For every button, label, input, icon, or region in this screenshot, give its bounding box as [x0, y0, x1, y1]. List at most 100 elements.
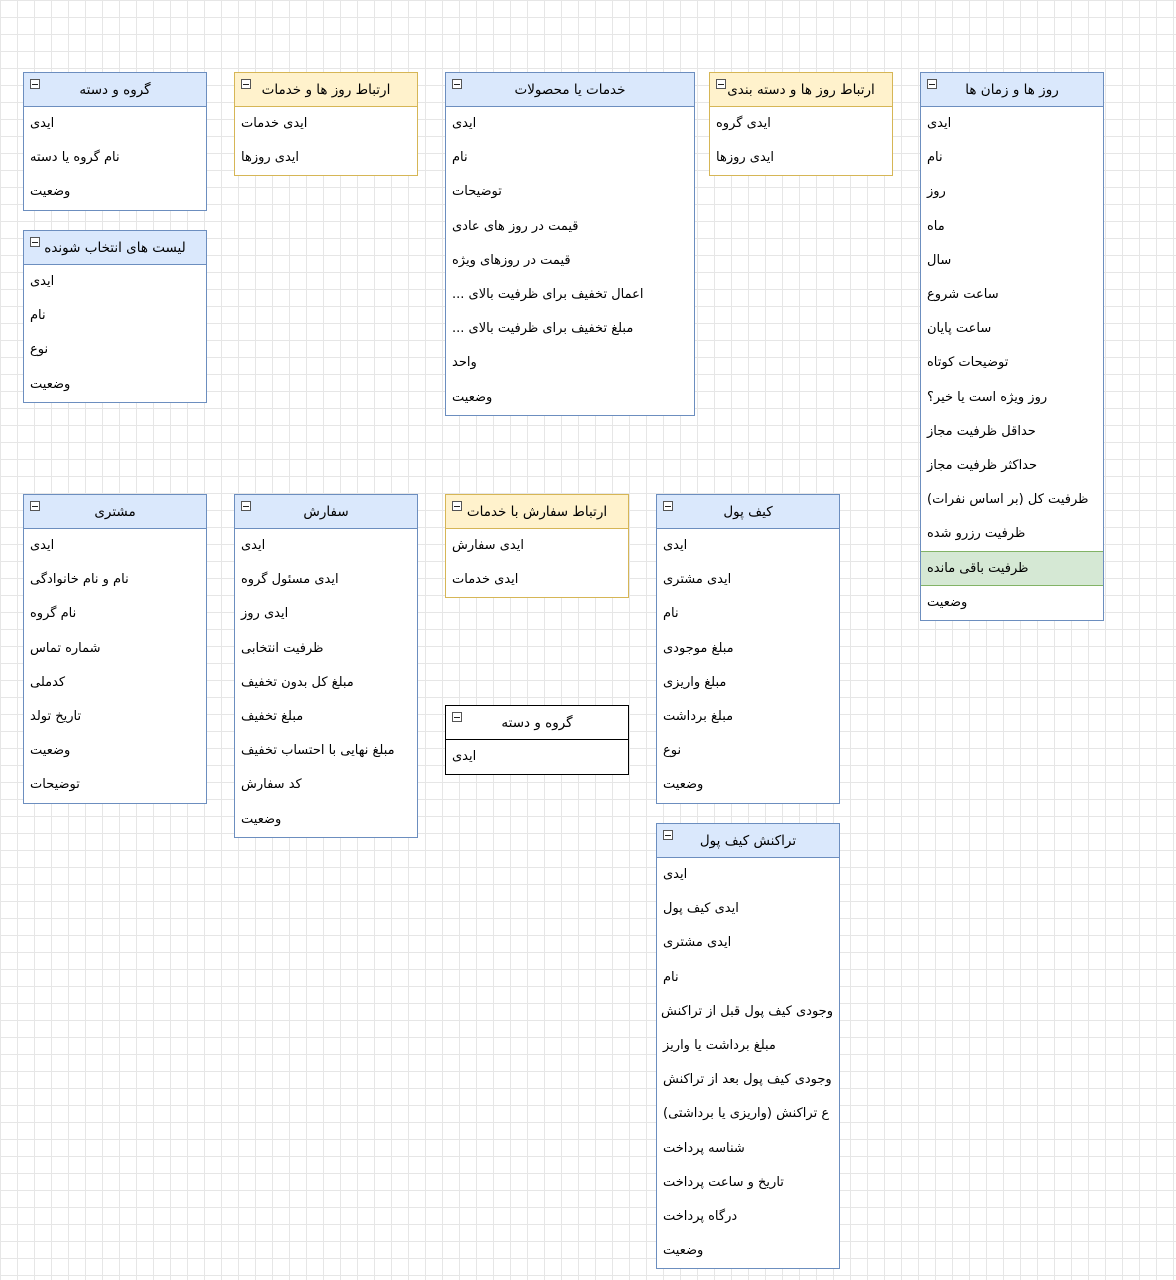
- entity-field[interactable]: نام: [452, 150, 468, 166]
- entity-field[interactable]: ایدی کیف پول: [663, 901, 739, 917]
- entity-field[interactable]: واحد: [452, 355, 477, 371]
- entity-field[interactable]: ایدی روز: [241, 606, 289, 622]
- entity-field[interactable]: روز ویژه است یا خیر؟: [927, 389, 1048, 405]
- entity-field[interactable]: وجودی کیف پول قبل از تراکنش: [661, 1003, 833, 1019]
- entity-field[interactable]: مبلغ برداشت: [663, 708, 734, 724]
- entity-field[interactable]: روز: [927, 184, 946, 200]
- entity-field[interactable]: ظرفیت رزرو شده: [927, 526, 1026, 542]
- entity-field[interactable]: ایدی روزها: [716, 150, 775, 166]
- entity-field[interactable]: وضعیت: [663, 777, 704, 793]
- entity-field[interactable]: نام گروه یا دسته: [30, 150, 120, 166]
- entity-field[interactable]: شناسه پرداخت: [663, 1140, 745, 1156]
- entity-field[interactable]: توضیحات کوتاه: [927, 355, 1009, 371]
- entity-field[interactable]: مبلغ کل بدون تخفیف: [241, 674, 354, 690]
- entity-field[interactable]: ایدی مشتری: [663, 935, 732, 951]
- entity-header[interactable]: گروه و دسته: [446, 706, 628, 740]
- entity-header[interactable]: خدمات یا محصولات: [446, 73, 694, 107]
- entity-services-products[interactable]: خدمات یا محصولات ایدی نام توضیحات قیمت در رو…: [445, 72, 695, 416]
- entity-field[interactable]: نوع: [30, 342, 49, 358]
- entity-header[interactable]: روز ها و زمان ها: [921, 73, 1103, 107]
- entity-field[interactable]: ایدی خدمات: [241, 116, 308, 131]
- entity-field[interactable]: ظرفیت انتخابی: [241, 640, 324, 656]
- entity-field[interactable]: ایدی: [927, 116, 952, 131]
- entity-field[interactable]: وضعیت: [241, 811, 282, 827]
- entity-field[interactable]: درگاه پرداخت: [663, 1208, 738, 1224]
- entity-field[interactable]: ایدی: [30, 538, 55, 553]
- entity-field[interactable]: ایدی: [663, 538, 688, 553]
- collapse-minus-icon[interactable]: [30, 237, 40, 247]
- entity-field[interactable]: نام و نام خانوادگی: [30, 572, 129, 588]
- entity-field[interactable]: نام: [663, 606, 679, 622]
- entity-header[interactable]: تراکنش کیف پول: [657, 824, 839, 858]
- entity-header[interactable]: ارتباط روز ها و خدمات: [235, 73, 417, 107]
- entity-field[interactable]: وضعیت: [30, 743, 71, 759]
- entity-field[interactable]: وضعیت: [452, 389, 493, 405]
- entity-field[interactable]: ظرفیت باقی مانده: [921, 551, 1103, 586]
- entity-customer[interactable]: مشتری ایدی نام و نام خانوادگی نام گروه شماره…: [23, 494, 207, 804]
- collapse-minus-icon[interactable]: [663, 501, 673, 511]
- collapse-minus-icon[interactable]: [716, 79, 726, 89]
- entity-field[interactable]: اعمال تخفیف برای ظرفیت بالای ...: [452, 286, 644, 302]
- entity-field[interactable]: ایدی خدمات: [452, 572, 519, 588]
- collapse-minus-icon[interactable]: [927, 79, 937, 89]
- entity-field[interactable]: قیمت در روز های عادی: [452, 218, 579, 234]
- entity-field[interactable]: شماره تماس: [30, 640, 101, 656]
- collapse-minus-icon[interactable]: [452, 501, 462, 511]
- entity-field[interactable]: ایدی مسئول گروه: [241, 572, 339, 588]
- collapse-minus-icon[interactable]: [241, 501, 251, 511]
- entity-field[interactable]: قیمت در روزهای ویژه: [452, 252, 571, 268]
- entity-field[interactable]: ایدی: [30, 116, 55, 131]
- entity-field[interactable]: مبلغ موجودی: [663, 640, 734, 656]
- entity-field[interactable]: وضعیت: [30, 376, 71, 392]
- collapse-minus-icon[interactable]: [30, 501, 40, 511]
- entity-field[interactable]: کدملی: [30, 674, 66, 690]
- entity-field[interactable]: مبلغ واریزی: [663, 674, 727, 690]
- entity-field[interactable]: حداقل ظرفیت مجاز: [927, 423, 1036, 439]
- entity-field[interactable]: سال: [927, 252, 952, 268]
- entity-field[interactable]: تاریخ و ساعت پرداخت: [663, 1174, 784, 1190]
- entity-field[interactable]: وضعیت: [663, 1243, 704, 1259]
- entity-header[interactable]: سفارش: [235, 495, 417, 529]
- entity-header[interactable]: ارتباط روز ها و دسته بندی: [710, 73, 892, 107]
- entity-header[interactable]: لیست های انتخاب شونده: [24, 231, 206, 265]
- entity-field[interactable]: نوع: [663, 743, 682, 759]
- entity-field[interactable]: کد سفارش: [241, 777, 302, 793]
- entity-field[interactable]: ظرفیت کل (بر اساس نفرات): [927, 492, 1089, 508]
- entity-field[interactable]: توضیحات: [30, 777, 80, 793]
- entity-field[interactable]: ایدی مشتری: [663, 572, 732, 588]
- entity-field[interactable]: ع تراکنش (واریزی یا برداشتی): [663, 1106, 830, 1122]
- entity-field[interactable]: تاریخ تولد: [30, 708, 82, 724]
- entity-field[interactable]: نام: [927, 150, 943, 166]
- entity-field[interactable]: ساعت شروع: [927, 286, 999, 302]
- entity-field[interactable]: نام گروه: [30, 606, 77, 622]
- entity-header[interactable]: مشتری: [24, 495, 206, 529]
- entity-wallet[interactable]: کیف پول ایدی ایدی مشتری نام مبلغ موجودی مبلغ …: [656, 494, 840, 804]
- collapse-minus-icon[interactable]: [452, 712, 462, 722]
- entity-header[interactable]: کیف پول: [657, 495, 839, 529]
- entity-field[interactable]: نام: [663, 969, 679, 985]
- entity-field[interactable]: ایدی گروه: [716, 116, 771, 131]
- entity-field[interactable]: ایدی: [241, 538, 266, 553]
- entity-field[interactable]: مبلغ برداشت یا واریز: [663, 1037, 776, 1053]
- entity-field[interactable]: ماه: [927, 218, 945, 234]
- entity-order[interactable]: سفارش ایدی ایدی مسئول گروه ایدی روز ظرفیت ان…: [234, 494, 418, 838]
- entity-field[interactable]: وجودی کیف پول بعد از تراکنش: [663, 1072, 832, 1088]
- entity-days-categories[interactable]: ارتباط روز ها و دسته بندی ایدی گروه ایدی ر…: [709, 72, 893, 177]
- entity-field[interactable]: مبلغ تخفیف برای ظرفیت بالای ...: [452, 321, 634, 337]
- entity-header[interactable]: گروه و دسته: [24, 73, 206, 107]
- entity-field[interactable]: مبلغ تخفیف: [241, 708, 304, 724]
- entity-field[interactable]: حداکثر ظرفیت مجاز: [927, 457, 1038, 473]
- entity-days-times[interactable]: روز ها و زمان ها ایدی نام روز ماه سال ساعت شرو…: [920, 72, 1104, 621]
- entity-field[interactable]: توضیحات: [452, 184, 502, 200]
- collapse-minus-icon[interactable]: [241, 79, 251, 89]
- entity-field[interactable]: ایدی: [30, 274, 55, 289]
- entity-field[interactable]: مبلغ نهایی با احتساب تخفیف: [241, 743, 395, 759]
- collapse-minus-icon[interactable]: [663, 830, 673, 840]
- entity-field[interactable]: ایدی سفارش: [452, 538, 524, 553]
- entity-field[interactable]: ایدی: [452, 116, 477, 131]
- collapse-minus-icon[interactable]: [452, 79, 462, 89]
